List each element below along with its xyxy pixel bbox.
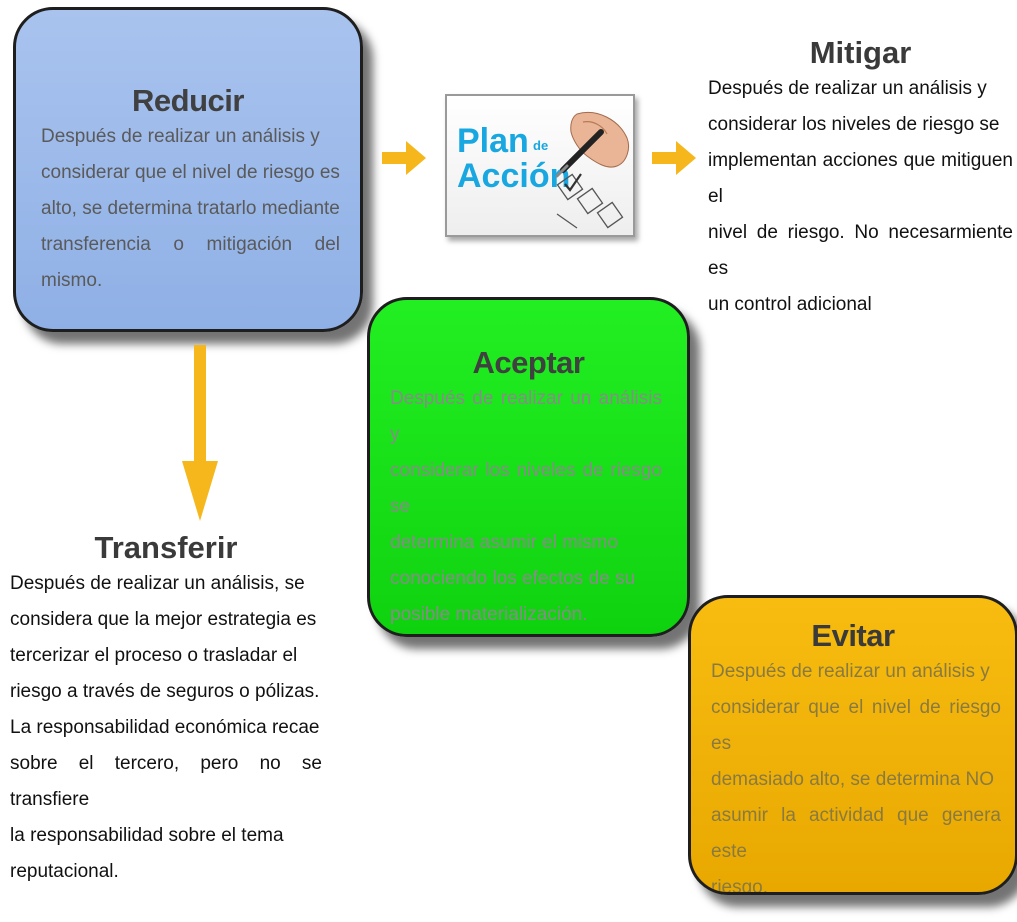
transferir-line: la responsabilidad sobre el tema bbox=[10, 825, 284, 846]
transferir-line: tercerizar el proceso o trasladar el bbox=[10, 645, 298, 666]
arrow-right-to-mitigar bbox=[652, 141, 696, 175]
plan-de-accion-image: Plan de Acción bbox=[445, 94, 635, 237]
mitigar-line: considerar los niveles de riesgo se bbox=[708, 114, 1000, 135]
aceptar-line: Después de realizar un análisis y bbox=[390, 388, 662, 445]
evitar-line: considerar que el nivel de riesgo es bbox=[711, 697, 1001, 754]
transferir-line: considera que la mejor estrategia es bbox=[10, 609, 317, 630]
evitar-title: Evitar bbox=[811, 618, 895, 653]
reducir-line: Después de realizar un análisis y bbox=[41, 126, 320, 147]
arrow-down-to-transferir bbox=[182, 345, 218, 521]
reducir-text: Después de realizar un análisis y consid… bbox=[16, 119, 360, 299]
evitar-line: riesgo. bbox=[711, 877, 769, 895]
aceptar-line: considerar los niveles de riesgo se bbox=[390, 460, 662, 517]
aceptar-line: conociendo los efectos de su bbox=[390, 568, 636, 589]
aceptar-text: Después de realizar un análisis y consid… bbox=[370, 381, 687, 633]
reducir-title: Reducir bbox=[132, 83, 244, 118]
plan-accion-word: Acción bbox=[457, 157, 571, 195]
plan-word: Plan bbox=[457, 122, 529, 160]
evitar-line: asumir la actividad que genera este bbox=[711, 805, 1001, 862]
evitar-line: Después de realizar un análisis y bbox=[711, 661, 990, 682]
transferir-line: reputacional. bbox=[10, 861, 119, 882]
transferir-line: La responsabilidad económica recae bbox=[10, 717, 320, 738]
reducir-card: Reducir Después de realizar un análisis … bbox=[13, 7, 363, 332]
mitigar-line: un control adicional bbox=[708, 294, 872, 315]
transferir-line: riesgo a través de seguros o pólizas. bbox=[10, 681, 320, 702]
evitar-line: demasiado alto, se determina NO bbox=[711, 769, 995, 790]
reducir-line: alto, se determina tratarlo mediante bbox=[41, 198, 340, 219]
mitigar-line: nivel de riesgo. No necesarmiente es bbox=[708, 222, 1013, 279]
transferir-line: sobre el tercero, pero no se transfiere bbox=[10, 753, 322, 810]
mitigar-title: Mitigar bbox=[809, 35, 912, 70]
evitar-text: Después de realizar un análisis y consid… bbox=[691, 654, 1015, 895]
transferir-block: Transferir Después de realizar un anális… bbox=[10, 530, 322, 890]
mitigar-text: Después de realizar un análisis y consid… bbox=[708, 71, 1013, 323]
arrow-right-to-plan bbox=[382, 141, 426, 175]
aceptar-line: determina asumir el mismo bbox=[390, 532, 619, 553]
aceptar-title: Aceptar bbox=[472, 345, 585, 380]
mitigar-block: Mitigar Después de realizar un análisis … bbox=[708, 35, 1013, 323]
transferir-line: Después de realizar un análisis, se bbox=[10, 573, 305, 594]
transferir-title: Transferir bbox=[94, 530, 238, 565]
reducir-line: transferencia o mitigación del mismo. bbox=[41, 234, 340, 291]
mitigar-line: implementan acciones que mitiguen el bbox=[708, 150, 1013, 207]
plan-de-word: de bbox=[533, 138, 549, 153]
mitigar-line: Después de realizar un análisis y bbox=[708, 78, 987, 99]
hand-writing-checklist-icon bbox=[555, 112, 630, 229]
aceptar-card: Aceptar Después de realizar un análisis … bbox=[367, 297, 690, 637]
transferir-text: Después de realizar un análisis, se cons… bbox=[10, 566, 322, 890]
reducir-line: considerar que el nivel de riesgo es bbox=[41, 162, 340, 183]
aceptar-line: posible materialización. bbox=[390, 604, 588, 625]
evitar-card: Evitar Después de realizar un análisis y… bbox=[688, 595, 1017, 895]
